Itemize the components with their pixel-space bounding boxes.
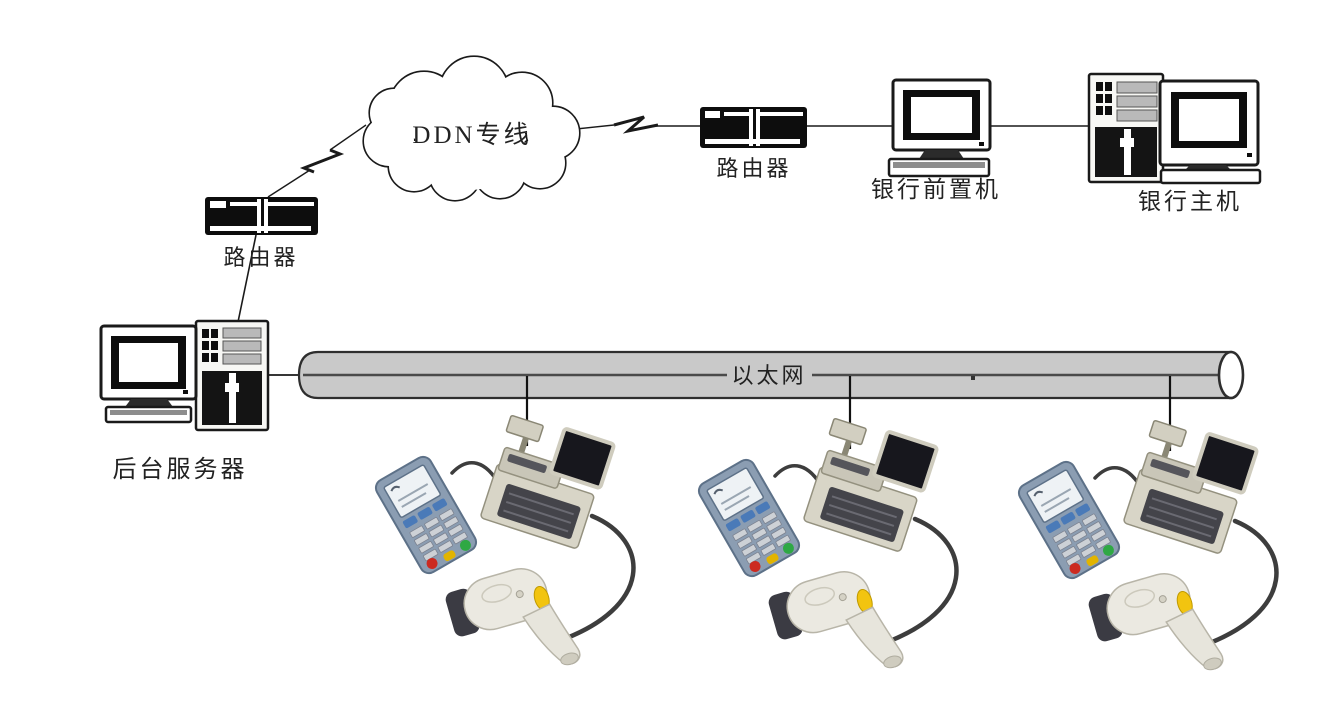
ddn-cloud-label: DDN专线 [412, 121, 531, 149]
pos-station-1 [373, 411, 634, 692]
bank-host-label: 银行主机 [1138, 189, 1242, 214]
ethernet-bus-label: 以太网 [731, 363, 806, 388]
bank-front-machine [887, 78, 992, 178]
bank-host [1087, 72, 1262, 185]
link-router-backend-server [237, 234, 257, 323]
bank-front-machine-label: 银行前置机 [871, 177, 1001, 202]
pos-station-2 [696, 414, 957, 695]
pos-station-3 [1016, 416, 1277, 697]
bus-tick [971, 376, 975, 380]
router-right [700, 107, 807, 148]
ethernet-bus-cap [1217, 350, 1245, 400]
ethernet-bus: 以太网 [297, 350, 1245, 400]
router-left-label: 路由器 [223, 245, 298, 270]
link-router-cloud-lightning [267, 124, 367, 198]
ddn-cloud: DDN专线 [362, 55, 581, 202]
backend-server [99, 319, 270, 432]
backend-server-label: 后台服务器 [113, 456, 248, 483]
link-cloud-router-lightning [575, 115, 700, 134]
router-right-label: 路由器 [716, 156, 791, 181]
router-left [205, 197, 318, 235]
